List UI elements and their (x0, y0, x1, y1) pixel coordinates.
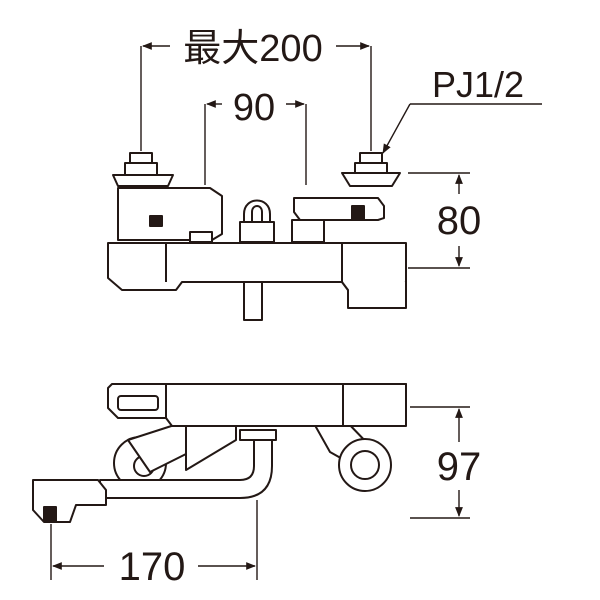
left-handle-block (117, 187, 223, 241)
left-handle-slot (149, 215, 163, 227)
right-lever-handle (293, 197, 385, 221)
left-handle-stem (189, 231, 213, 243)
inlet-spacing-dimension (204, 100, 307, 185)
left-body-window (117, 395, 159, 411)
spout-length-dimension (50, 500, 258, 580)
right-lever-slot (351, 205, 365, 221)
height-dimension (408, 172, 470, 269)
depth-dimension (410, 406, 470, 519)
left-inlet-nut (112, 152, 174, 187)
right-body-cap-bottom (342, 383, 407, 427)
pipe-thread-leader (382, 103, 542, 154)
max-span-dimension (140, 42, 372, 151)
left-eccentric-leg (113, 419, 237, 490)
right-inlet-nut (341, 152, 401, 187)
height-label: 80 (437, 199, 482, 243)
bottom-view (32, 383, 407, 523)
shower-outlet-pipe (243, 281, 263, 321)
pipe-thread-label: PJ1/2 (432, 64, 524, 105)
depth-label: 97 (437, 445, 482, 489)
center-outlet-fitting (239, 199, 275, 243)
front-view (107, 152, 407, 321)
max-span-label: 最大200 (183, 28, 322, 70)
spout-joint (239, 429, 277, 441)
right-eccentric-leg (311, 419, 392, 492)
inlet-spacing-label: 90 (233, 87, 275, 129)
spout-head-notch (43, 506, 57, 522)
right-lever-stem (291, 219, 325, 243)
spout-length-label: 170 (119, 545, 186, 589)
right-body-cap (341, 281, 407, 309)
